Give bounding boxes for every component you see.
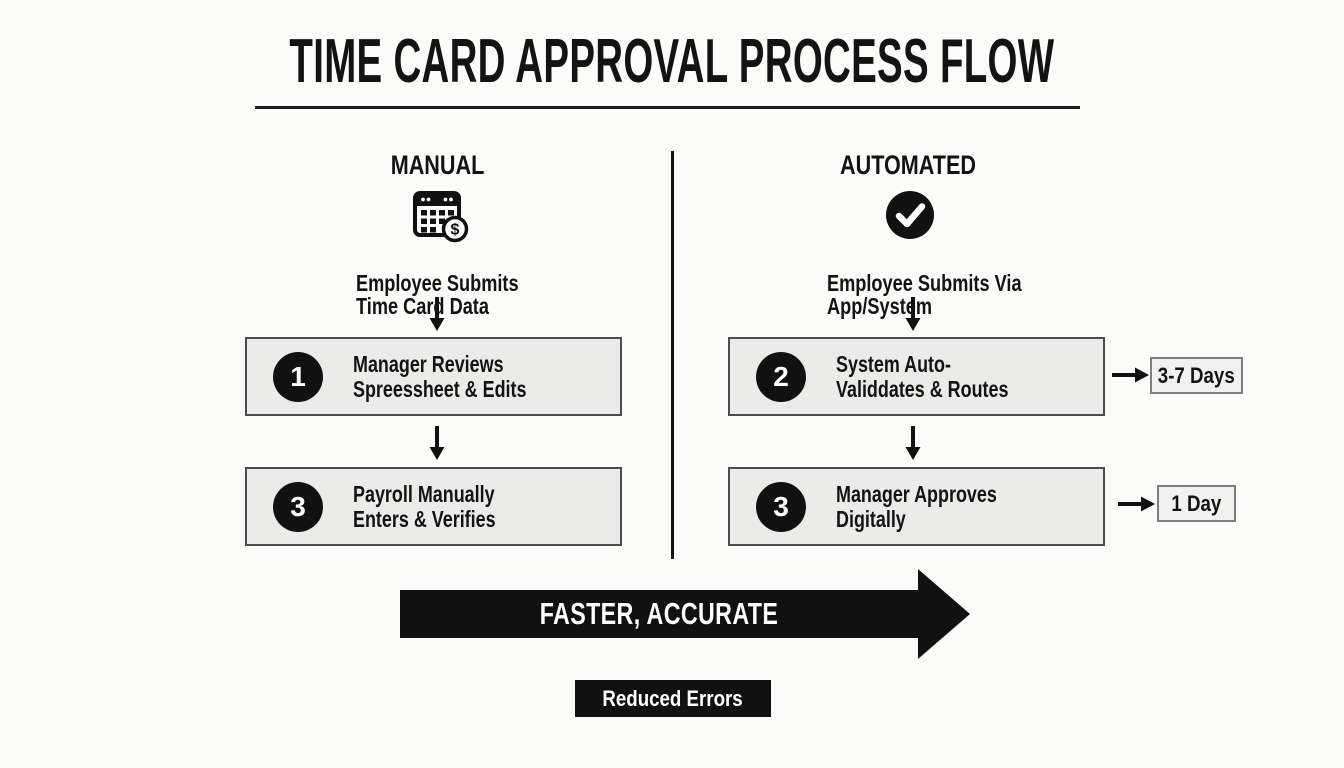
calendar-dollar-icon: $ [412,187,470,250]
step-number-badge: 2 [756,351,806,402]
step-number-badge: 3 [756,481,806,532]
step-label: System Auto- Validdates & Routes [836,350,1009,402]
svg-text:$: $ [451,222,460,239]
step-label: Payroll Manually Enters & Verifies [353,480,496,532]
down-arrow-icon [904,426,922,466]
down-arrow-icon [428,426,446,466]
check-circle-icon [885,190,935,245]
step-number-badge: 3 [273,481,323,532]
manual-step-2-box: 3 Payroll Manually Enters & Verifies [245,467,622,546]
title-underline [255,106,1080,109]
duration-tag-1-day: 1 Day [1157,485,1236,522]
down-arrow-icon [904,297,922,337]
faster-accurate-banner: FASTER, ACCURATE [400,590,918,638]
automated-step-2-box: 3 Manager Approves Digitally [728,467,1105,546]
step-label: Manager Approves Digitally [836,480,997,532]
manual-step-1-box: 1 Manager Reviews Spreessheet & Edits [245,337,622,416]
duration-tag-3-7-days: 3-7 Days [1150,357,1243,394]
column-divider [671,151,674,559]
automated-step-1-box: 2 System Auto- Validdates & Routes [728,337,1105,416]
down-arrow-icon [428,297,446,337]
automated-column-header: AUTOMATED [840,150,976,180]
banner-arrowhead [918,569,970,659]
right-arrow-icon [1118,495,1156,518]
manual-column-header: MANUAL [390,150,484,180]
reduced-errors-badge: Reduced Errors [575,680,771,717]
manual-intro-label: Employee Submits Time Card Data [356,270,519,319]
automated-intro-label: Employee Submits Via App/System [827,270,1022,319]
right-arrow-icon [1112,366,1150,389]
step-number-badge: 1 [273,351,323,402]
step-label: Manager Reviews Spreessheet & Edits [353,350,527,402]
page-title: TIME CARD APPROVAL PROCESS FLOW [289,27,1055,96]
